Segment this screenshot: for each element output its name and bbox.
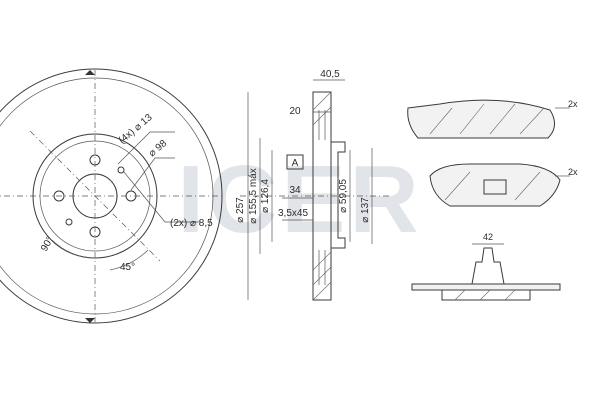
- disc-front-view: [0, 68, 225, 324]
- thickness-dim: 34: [289, 185, 301, 196]
- upper-pad-qty: 2x: [568, 99, 578, 109]
- inner-diameter-dim: ⌀ 137: [360, 197, 371, 223]
- disc-section-view: [240, 79, 390, 301]
- bolt-hole-label: (4x) ⌀ 13: [117, 112, 155, 146]
- pcd-label: ⌀ 98: [147, 138, 170, 160]
- brake-pad-side-view: [411, 243, 561, 301]
- width-dim: 40,5: [320, 69, 340, 80]
- watermark-logo: ICER: [177, 146, 422, 253]
- hat-depth-dim: 20: [289, 106, 301, 117]
- hat-diameter-dim: ⌀ 126,4: [260, 179, 271, 213]
- aux-hole-label: (2x) ⌀ 8,5: [170, 218, 213, 229]
- outer-diameter-dim: ⌀ 257: [235, 197, 246, 223]
- angle-45-label: 45°: [120, 262, 135, 273]
- angle-90-label: 90°: [39, 235, 56, 254]
- brake-pad-upper: [407, 99, 570, 139]
- max-hat-dim: ⌀ 155,5 máx: [248, 168, 259, 224]
- center-bore-dim: ⌀ 59,05: [338, 179, 349, 213]
- chamfer-dim: 3,5x45: [278, 208, 308, 219]
- lower-pad-qty: 2x: [568, 167, 578, 177]
- clip-width-dim: 42: [483, 232, 493, 242]
- brake-pad-lower: [429, 163, 570, 207]
- datum-label: A: [292, 158, 299, 169]
